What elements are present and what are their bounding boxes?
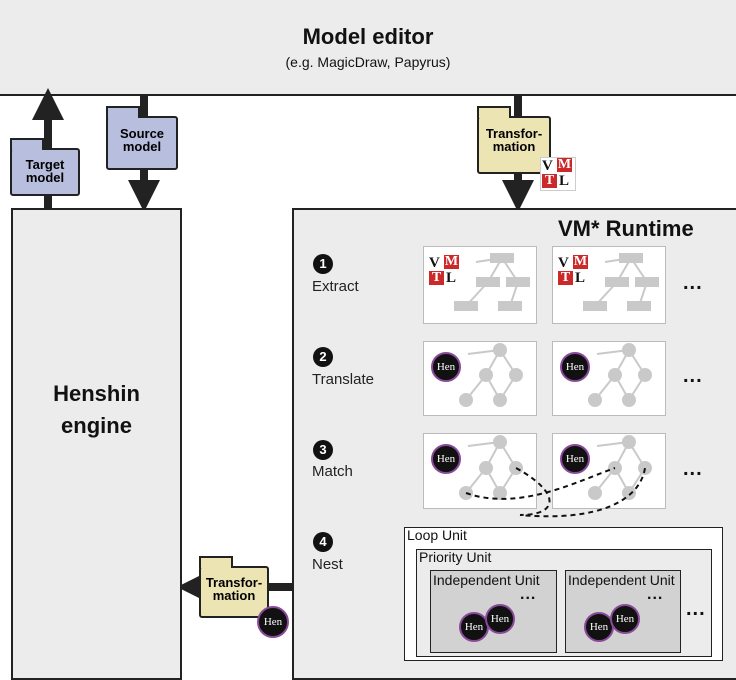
independent-ellipsis: ... bbox=[520, 586, 537, 603]
step-4-label: Nest bbox=[312, 556, 343, 573]
target-model-doc: Target model bbox=[10, 138, 80, 196]
extract-graph-1 bbox=[454, 253, 530, 311]
vmtl-logo: V M T L bbox=[557, 255, 591, 287]
transformation-bottom-doc: Transfor-mation bbox=[199, 556, 269, 618]
step-3-number: 3 bbox=[313, 440, 333, 460]
vmtl-l: L bbox=[575, 270, 586, 286]
step-3-label: Match bbox=[312, 463, 353, 480]
henshin-logo: Hen bbox=[610, 604, 640, 634]
henshin-logo: Hen bbox=[485, 604, 515, 634]
independent-unit: Independent Unit bbox=[565, 570, 681, 653]
henshin-logo: Hen bbox=[584, 612, 614, 642]
model-editor-title: Model editor bbox=[302, 24, 434, 49]
henshin-logo-text: Hen bbox=[615, 613, 635, 625]
source-model-label: Source model bbox=[119, 126, 165, 154]
step-1-label: Extract bbox=[312, 278, 359, 295]
match-graph-1 bbox=[459, 435, 523, 500]
henshin-engine-box: Henshin engine bbox=[11, 208, 182, 680]
target-model-label: Target model bbox=[25, 157, 65, 185]
henshin-logo-text: Hen bbox=[436, 361, 456, 373]
step-1-number: 1 bbox=[313, 254, 333, 274]
henshin-logo: Hen bbox=[560, 444, 590, 474]
match-dashed-links bbox=[465, 467, 646, 518]
henshin-logo-text: Hen bbox=[490, 613, 510, 625]
vmtl-v: V bbox=[542, 158, 553, 174]
vmtl-logo: V M T L bbox=[428, 255, 462, 287]
independent-unit-label: Independent Unit bbox=[433, 572, 540, 588]
henshin-logo-text: Hen bbox=[565, 361, 585, 373]
vmtl-m: M bbox=[444, 254, 459, 269]
loop-unit-label: Loop Unit bbox=[407, 527, 467, 543]
henshin-engine-title: Henshin engine bbox=[53, 381, 140, 438]
vmtl-m: M bbox=[557, 157, 572, 172]
vmtl-l: L bbox=[559, 173, 570, 189]
doc-tab bbox=[477, 106, 511, 118]
vmtl-t: T bbox=[558, 271, 573, 285]
extract-ellipsis: ... bbox=[683, 272, 703, 294]
match-ellipsis: ... bbox=[683, 458, 703, 480]
doc-tab bbox=[106, 106, 140, 118]
doc-tab bbox=[199, 556, 233, 568]
henshin-logo: Hen bbox=[431, 444, 461, 474]
henshin-logo-text: Hen bbox=[589, 621, 609, 633]
henshin-logo-text: Hen bbox=[464, 621, 484, 633]
vmtl-l: L bbox=[446, 270, 457, 286]
translate-graph-2 bbox=[588, 343, 652, 407]
translate-graph-1 bbox=[459, 343, 523, 407]
vmtl-logo: V M T L bbox=[540, 157, 576, 191]
independent-unit-label: Independent Unit bbox=[568, 572, 675, 588]
henshin-logo-text: Hen bbox=[436, 453, 456, 465]
step-4-number: 4 bbox=[313, 532, 333, 552]
henshin-logo: Hen bbox=[431, 352, 461, 382]
henshin-logo: Hen bbox=[459, 612, 489, 642]
step-2-number: 2 bbox=[313, 347, 333, 367]
henshin-logo-text: Hen bbox=[565, 453, 585, 465]
vmtl-m: M bbox=[573, 254, 588, 269]
extract-graph-2 bbox=[583, 253, 659, 311]
match-graph-2 bbox=[588, 435, 652, 500]
transformation-top-label: Transfor-mation bbox=[485, 126, 543, 154]
transformation-top-doc: Transfor-mation bbox=[477, 106, 551, 174]
vmtl-v: V bbox=[429, 255, 440, 271]
doc-tab bbox=[10, 138, 44, 150]
vmtl-t: T bbox=[429, 271, 444, 285]
henshin-logo: Hen bbox=[560, 352, 590, 382]
model-editor-box: Model editor (e.g. MagicDraw, Papyrus) bbox=[0, 0, 736, 96]
henshin-logo: Hen bbox=[257, 606, 289, 638]
vmtl-t: T bbox=[542, 174, 557, 188]
translate-ellipsis: ... bbox=[683, 365, 703, 387]
priority-unit-label: Priority Unit bbox=[419, 549, 492, 565]
vm-runtime-title: VM* Runtime bbox=[558, 216, 694, 241]
independent-ellipsis: ... bbox=[647, 586, 664, 603]
vmtl-v: V bbox=[558, 255, 569, 271]
nest-ellipsis: ... bbox=[686, 598, 706, 620]
source-model-doc: Source model bbox=[106, 106, 178, 170]
transformation-bottom-label: Transfor-mation bbox=[205, 575, 263, 603]
model-editor-subtitle: (e.g. MagicDraw, Papyrus) bbox=[285, 54, 451, 70]
step-2-label: Translate bbox=[312, 371, 374, 388]
henshin-logo-text: Hen bbox=[263, 616, 283, 628]
